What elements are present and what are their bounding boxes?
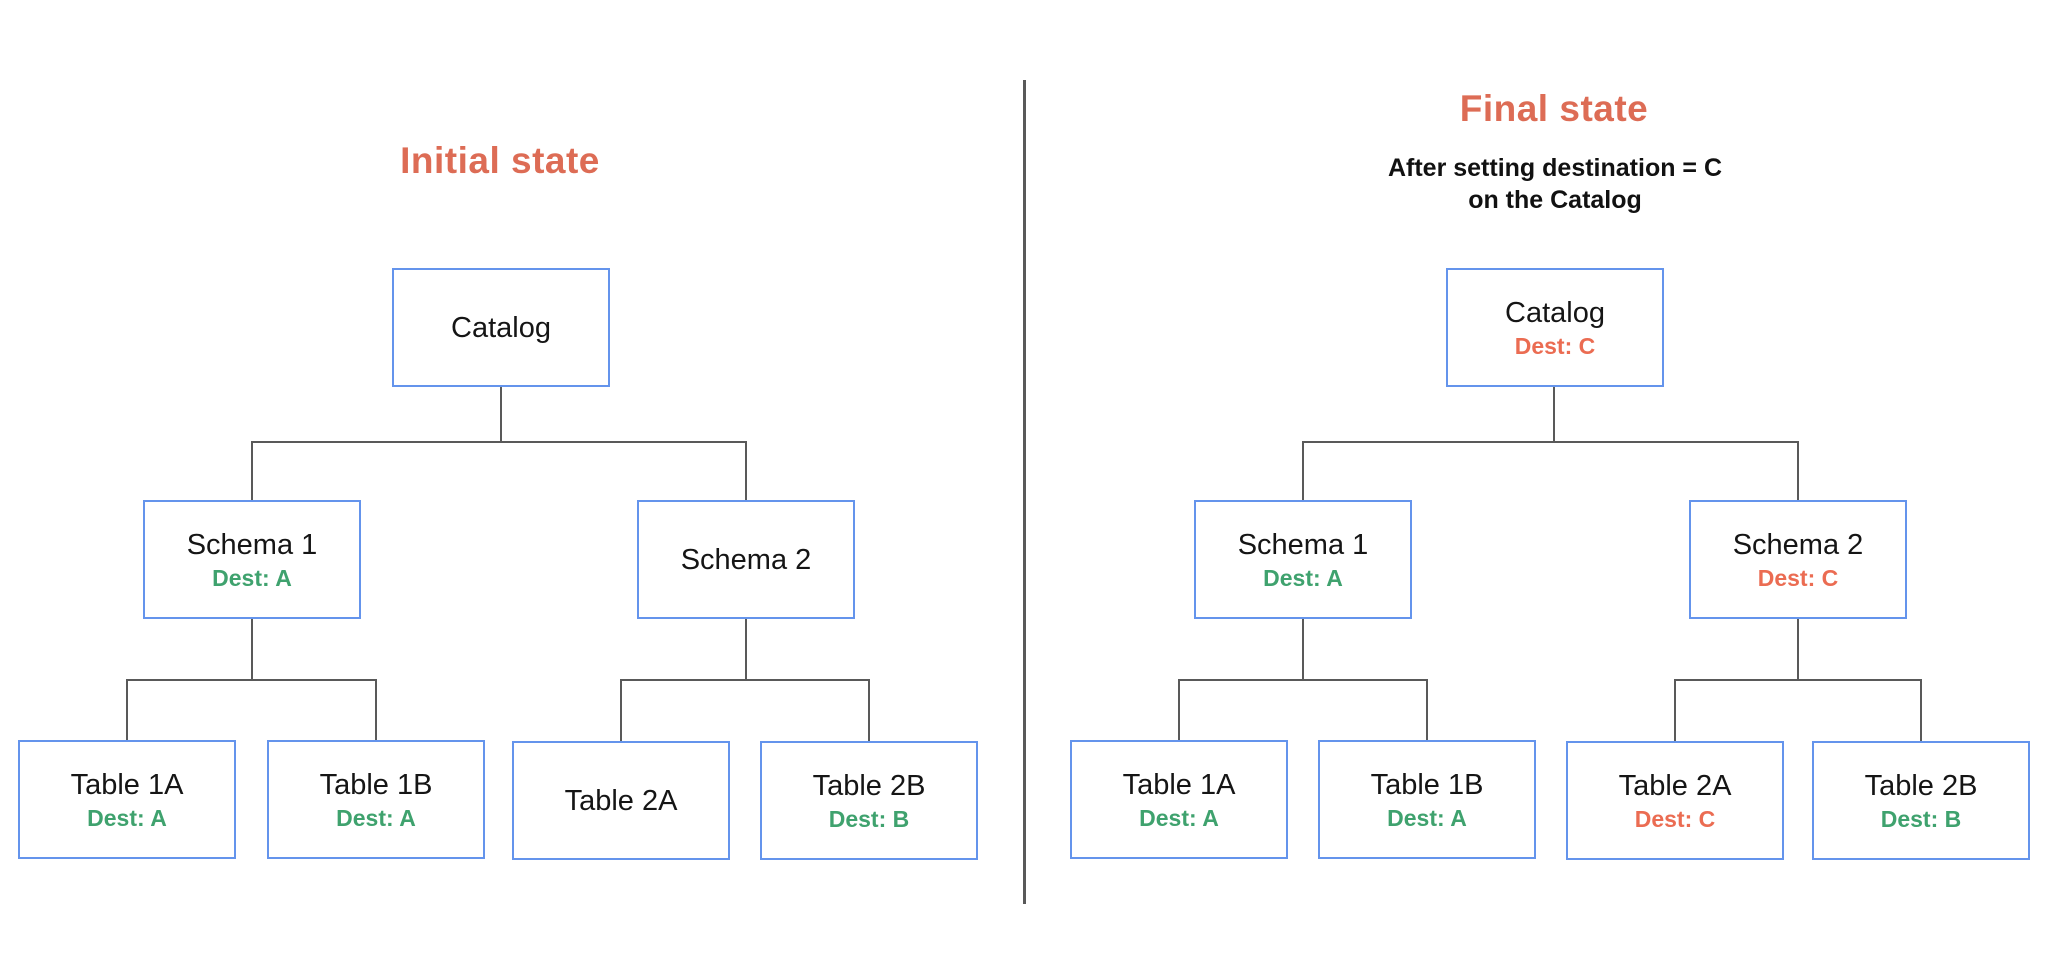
initial-catalog-label: Catalog: [451, 311, 551, 344]
connector-final-schema1-out: [1302, 618, 1304, 679]
connector-final-tables1-bar: [1178, 679, 1428, 681]
connector-initial-schemas-bar: [251, 441, 747, 443]
final-table2b-node: Table 2B Dest: B: [1812, 741, 2030, 860]
final-state-subtitle-line1: After setting destination = C: [1387, 154, 1723, 182]
connector-initial-table2a-drop: [620, 679, 622, 741]
connector-initial-tables2-bar: [620, 679, 870, 681]
initial-table1b-node: Table 1B Dest: A: [267, 740, 485, 859]
connector-final-tables2-bar: [1674, 679, 1922, 681]
connector-final-schema2-out: [1797, 618, 1799, 679]
final-table1a-node: Table 1A Dest: A: [1070, 740, 1288, 859]
connector-final-catalog-drop: [1553, 387, 1555, 441]
final-schema1-node: Schema 1 Dest: A: [1194, 500, 1412, 619]
connector-initial-table1b-drop: [375, 679, 377, 740]
initial-table1a-label: Table 1A: [70, 768, 184, 801]
connector-initial-schema1-drop: [251, 441, 253, 500]
final-catalog-label: Catalog: [1505, 296, 1605, 329]
panel-divider: [1023, 80, 1026, 904]
initial-table1b-dest: Dest: A: [336, 804, 416, 831]
initial-table2b-dest: Dest: B: [828, 805, 910, 832]
connector-final-schema1-drop: [1302, 441, 1304, 500]
initial-schema1-node: Schema 1 Dest: A: [143, 500, 361, 619]
connector-final-table2b-drop: [1920, 679, 1922, 741]
final-table1b-node: Table 1B Dest: A: [1318, 740, 1536, 859]
final-state-subtitle: After setting destination = C on the Cat…: [1205, 152, 1905, 216]
initial-schema1-dest: Dest: A: [212, 564, 292, 591]
final-catalog-dest: Dest: C: [1514, 332, 1596, 359]
final-schema2-label: Schema 2: [1732, 528, 1864, 561]
final-table1a-dest: Dest: A: [1139, 804, 1219, 831]
final-table2a-label: Table 2A: [1618, 769, 1732, 802]
final-schema1-label: Schema 1: [1237, 528, 1369, 561]
initial-table2b-label: Table 2B: [812, 769, 926, 802]
connector-initial-schema2-drop: [745, 441, 747, 500]
final-schema1-dest: Dest: A: [1263, 564, 1343, 591]
initial-schema1-label: Schema 1: [186, 528, 318, 561]
final-schema2-dest: Dest: C: [1757, 564, 1839, 591]
initial-table2a-node: Table 2A: [512, 741, 730, 860]
initial-table1a-node: Table 1A Dest: A: [18, 740, 236, 859]
final-table2b-dest: Dest: B: [1880, 805, 1962, 832]
initial-table2a-label: Table 2A: [564, 784, 678, 817]
final-table2a-dest: Dest: C: [1634, 805, 1716, 832]
initial-state-title: Initial state: [400, 140, 600, 181]
initial-schema2-node: Schema 2: [637, 500, 855, 619]
connector-final-table1b-drop: [1426, 679, 1428, 740]
final-table2a-node: Table 2A Dest: C: [1566, 741, 1784, 860]
final-table1b-label: Table 1B: [1370, 768, 1484, 801]
final-state-title: Final state: [1459, 88, 1649, 129]
connector-initial-tables1-bar: [126, 679, 377, 681]
connector-initial-table2b-drop: [868, 679, 870, 741]
connector-final-table1a-drop: [1178, 679, 1180, 740]
connector-initial-schema2-out: [745, 618, 747, 679]
connector-final-table2a-drop: [1674, 679, 1676, 741]
final-schema2-node: Schema 2 Dest: C: [1689, 500, 1907, 619]
initial-table2b-node: Table 2B Dest: B: [760, 741, 978, 860]
connector-final-schemas-bar: [1302, 441, 1799, 443]
initial-schema2-label: Schema 2: [680, 543, 812, 576]
final-catalog-node: Catalog Dest: C: [1446, 268, 1664, 387]
connector-final-schema2-drop: [1797, 441, 1799, 500]
initial-catalog-node: Catalog: [392, 268, 610, 387]
final-table2b-label: Table 2B: [1864, 769, 1978, 802]
final-table1b-dest: Dest: A: [1387, 804, 1467, 831]
final-state-subtitle-line2: on the Catalog: [1468, 186, 1642, 214]
initial-table1a-dest: Dest: A: [87, 804, 167, 831]
connector-initial-table1a-drop: [126, 679, 128, 740]
connector-initial-schema1-out: [251, 618, 253, 679]
final-table1a-label: Table 1A: [1122, 768, 1236, 801]
initial-table1b-label: Table 1B: [319, 768, 433, 801]
connector-initial-catalog-drop: [500, 387, 502, 441]
